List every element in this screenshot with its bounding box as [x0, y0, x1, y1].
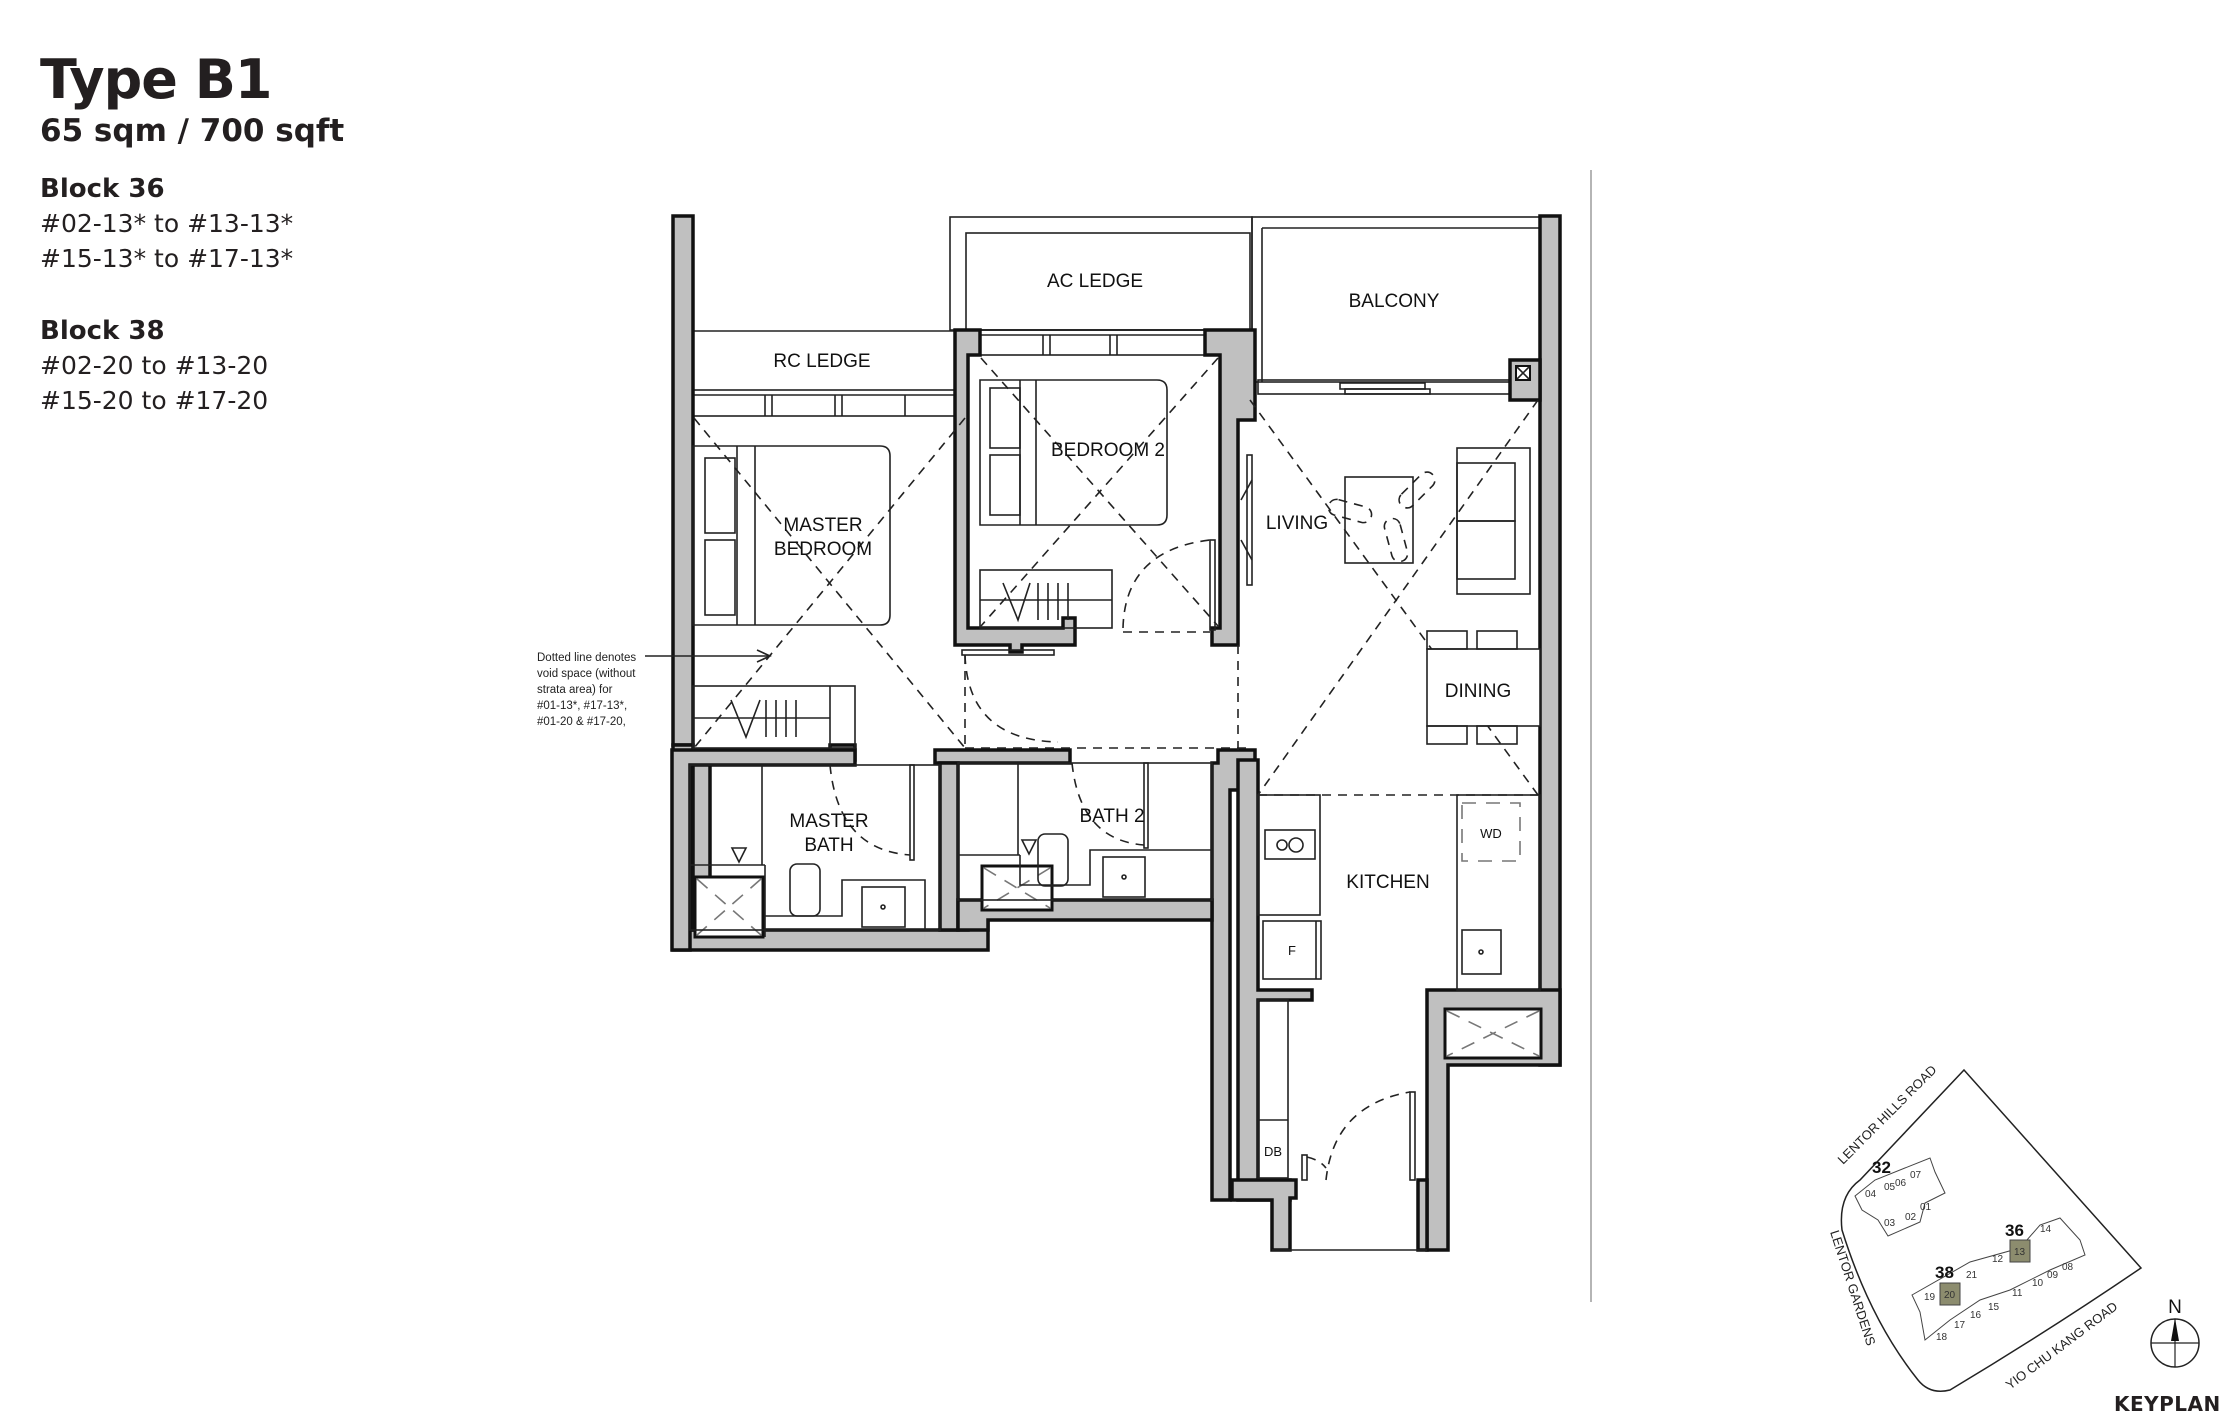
- label-ac-ledge: AC LEDGE: [1047, 271, 1143, 292]
- svg-text:07: 07: [1910, 1170, 1922, 1181]
- label-dining: DINING: [1445, 681, 1512, 702]
- block-38-info: Block 38 #02-20 to #13-20 #15-20 to #17-…: [40, 314, 344, 418]
- void-space-note: Dotted line denotes void space (without …: [537, 649, 772, 728]
- svg-text:void space (without: void space (without: [537, 668, 636, 680]
- db-cabinet: [1257, 999, 1289, 1179]
- svg-text:19: 19: [1924, 1292, 1936, 1303]
- label-living: LIVING: [1266, 513, 1328, 534]
- svg-text:N: N: [2168, 1297, 2182, 1318]
- svg-text:06: 06: [1895, 1178, 1907, 1189]
- svg-text:18: 18: [1936, 1332, 1948, 1343]
- kitchen-counter-left: [1257, 794, 1321, 916]
- master-bedroom-door: [961, 649, 1059, 748]
- label-bath-2: BATH 2: [1079, 806, 1144, 827]
- svg-text:21: 21: [1966, 1270, 1978, 1281]
- unit-info-panel: Type B1 65 sqm / 700 sqft Block 36 #02-1…: [40, 48, 344, 456]
- bedroom-2-bed: [979, 379, 1168, 526]
- svg-text:20: 20: [1944, 1290, 1956, 1301]
- svg-text:02: 02: [1905, 1212, 1917, 1223]
- svg-text:15: 15: [1988, 1302, 2000, 1313]
- label-washer-dryer: WD: [1480, 826, 1502, 841]
- label-master-bedroom-line2: BEDROOM: [774, 539, 872, 560]
- svg-text:03: 03: [1884, 1218, 1896, 1229]
- label-kitchen: KITCHEN: [1346, 872, 1429, 893]
- label-rc-ledge: RC LEDGE: [773, 351, 870, 372]
- shaft-balcony: [1515, 365, 1531, 381]
- bedroom-2-window: [979, 329, 1206, 356]
- block-name: Block 38: [40, 316, 165, 346]
- bedroom-2-door: [1122, 539, 1216, 633]
- ceiling-fan: [1327, 471, 1436, 563]
- svg-text:14: 14: [2040, 1224, 2052, 1235]
- master-bath-fixtures: [689, 764, 941, 937]
- label-master-bath-line1: MASTER: [789, 811, 868, 832]
- unit-range: #02-13* to #13-13*: [40, 209, 294, 238]
- label-bedroom-2: BEDROOM 2: [1051, 440, 1165, 461]
- label-db: DB: [1264, 1144, 1282, 1159]
- unit-range: #15-20 to #17-20: [40, 386, 269, 415]
- svg-text:05: 05: [1884, 1182, 1896, 1193]
- highlighted-unit-13: [2009, 1239, 2031, 1263]
- shaft-kitchen: [1443, 1007, 1543, 1060]
- master-wardrobe: [692, 685, 856, 749]
- block-36-info: Block 36 #02-13* to #13-13* #15-13* to #…: [40, 172, 344, 276]
- svg-text:11: 11: [2012, 1288, 2023, 1299]
- svg-text:09: 09: [2047, 1270, 2059, 1281]
- fridge: [1262, 920, 1322, 980]
- master-bed: [692, 445, 891, 626]
- kitchen-counter-right: [1456, 794, 1541, 991]
- shaft-master-bath: [693, 875, 765, 939]
- label-master-bath-line2: BATH: [804, 835, 853, 856]
- svg-text:strata area) for: strata area) for: [537, 684, 613, 696]
- bath-2-fixtures: [957, 762, 1213, 901]
- label-balcony: BALCONY: [1349, 291, 1440, 312]
- unit-range: #02-20 to #13-20: [40, 351, 269, 380]
- svg-text:10: 10: [2032, 1278, 2044, 1289]
- svg-text:38: 38: [1935, 1263, 1954, 1282]
- highlighted-unit-20: [1939, 1282, 1961, 1306]
- unit-type-title: Type B1: [40, 48, 272, 111]
- svg-text:16: 16: [1970, 1310, 1982, 1321]
- svg-text:08: 08: [2062, 1262, 2074, 1273]
- svg-text:#01-20 & #17-20,: #01-20 & #17-20,: [537, 716, 626, 728]
- svg-text:#01-13*, #17-13*,: #01-13*, #17-13*,: [537, 700, 627, 712]
- sofa: [1456, 447, 1531, 595]
- dining-table: [1426, 630, 1541, 745]
- block-name: Block 36: [40, 174, 165, 204]
- svg-text:13: 13: [2014, 1247, 2026, 1258]
- shaft-bath-2: [980, 864, 1054, 912]
- rc-ledge: [692, 330, 956, 417]
- page-divider: [1590, 170, 1592, 1302]
- svg-text:32: 32: [1872, 1158, 1891, 1177]
- coffee-table: [1344, 476, 1414, 564]
- north-compass-icon: N: [2150, 1297, 2200, 1368]
- road-yio-chu-kang: YIO CHU KANG ROAD: [2003, 1299, 2120, 1393]
- label-master-bedroom-line1: MASTER: [783, 515, 862, 536]
- road-lentor-gardens: LENTOR GARDENS: [1827, 1228, 1879, 1347]
- keyplan: LENTOR HILLS ROAD LENTOR GARDENS YIO CHU…: [1827, 1062, 2200, 1393]
- label-fridge: F: [1288, 943, 1296, 958]
- unit-area: 65 sqm / 700 sqft: [40, 113, 345, 149]
- svg-text:01: 01: [1920, 1202, 1932, 1213]
- svg-text:04: 04: [1865, 1189, 1877, 1200]
- main-door: [1272, 1091, 1427, 1251]
- bedroom-2-wardrobe: [979, 569, 1113, 629]
- svg-text:12: 12: [1992, 1254, 2004, 1265]
- svg-text:17: 17: [1954, 1320, 1966, 1331]
- svg-text:36: 36: [2005, 1221, 2024, 1240]
- void-space-diagonals: [693, 357, 1539, 796]
- keyplan-label: KEYPLAN: [2114, 1392, 2220, 1416]
- block-32: [1854, 1157, 1946, 1237]
- svg-text:Dotted line denotes: Dotted line denotes: [537, 652, 636, 664]
- living-door: [1240, 454, 1253, 586]
- unit-range: #15-13* to #17-13*: [40, 244, 294, 273]
- site-boundary: [1840, 1068, 2143, 1392]
